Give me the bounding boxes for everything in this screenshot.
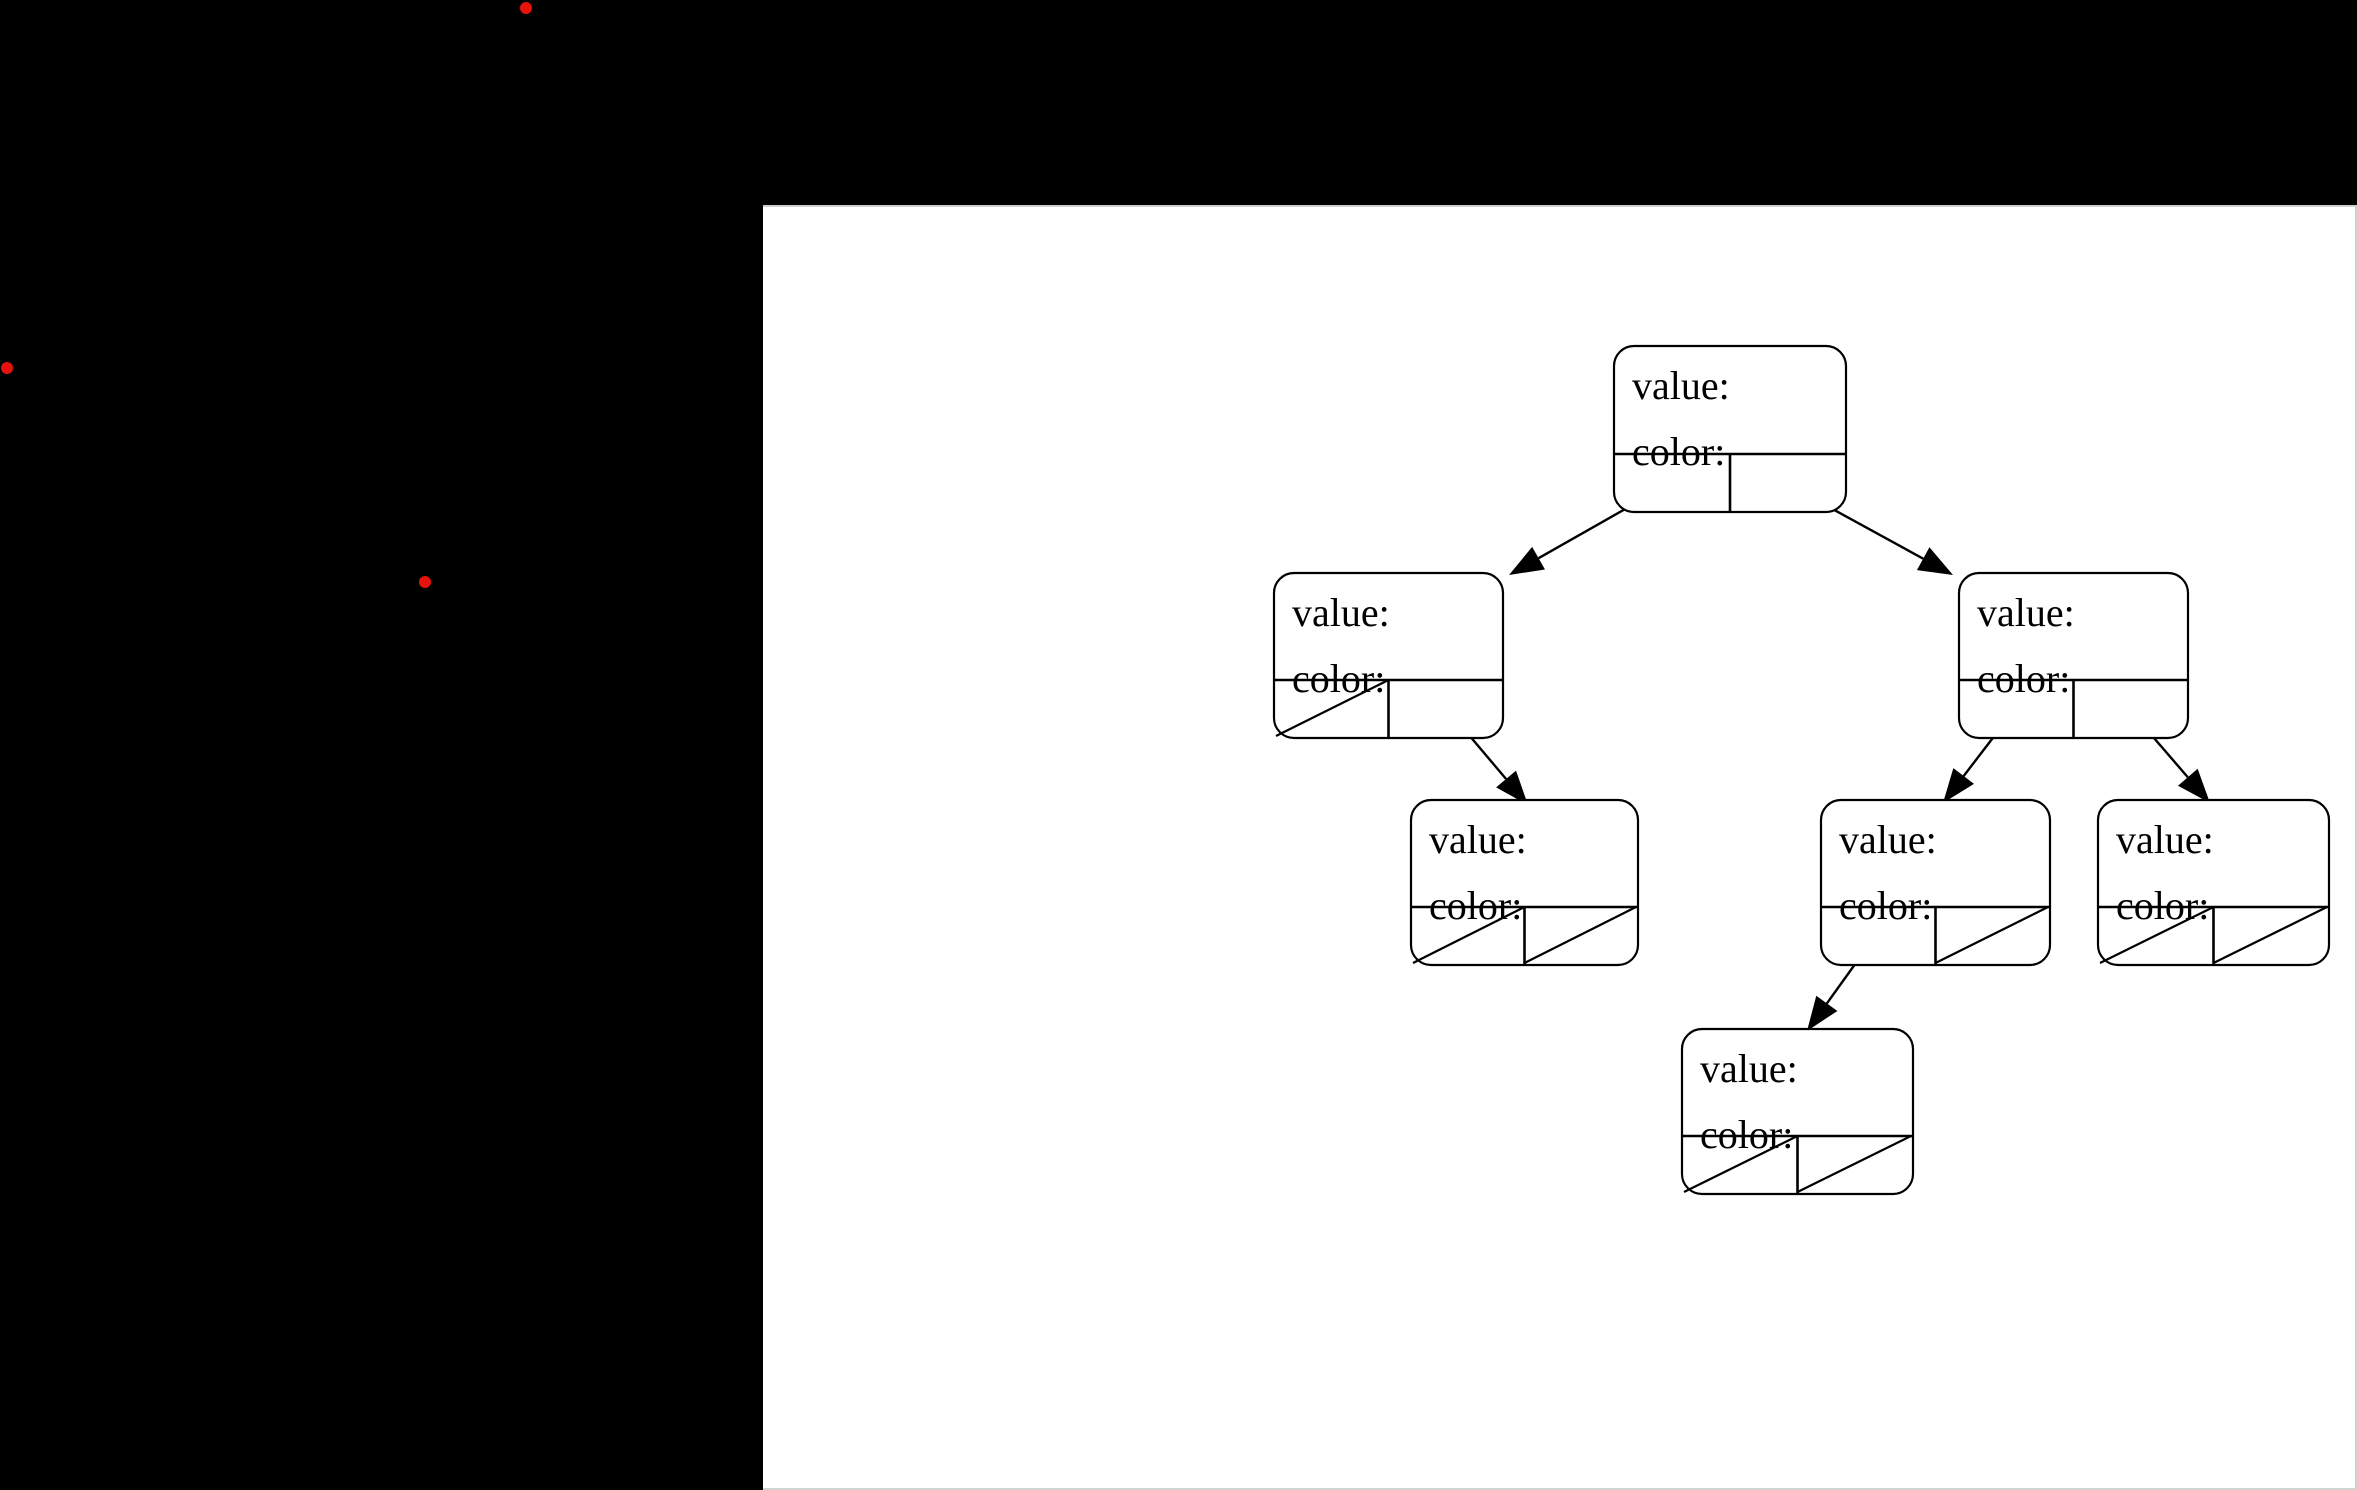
edge-right-to-right-arrowhead (2177, 768, 2210, 803)
tree-node-root: value: color: (1612, 344, 1848, 514)
tree-node-right-left: value: color: (1819, 798, 2052, 967)
edge-root-to-left-arrowhead (1509, 546, 1545, 575)
tree-node-right-right-value-label: value: (2116, 817, 2214, 862)
panel-top-border (763, 205, 2357, 207)
tree-node-left-right: value: color: (1409, 798, 1640, 967)
tree-node-deep-right-null-slash (1797, 1135, 1912, 1193)
tree-node-deep-color-label: color: (1700, 1112, 1793, 1157)
edge-left-to-child-arrowhead (1496, 770, 1528, 805)
tree-node-right-value-label: value: (1977, 590, 2075, 635)
tree-node-right-left-right-null-slash (1935, 906, 2049, 964)
marker-dot-left (1, 362, 13, 374)
tree-node-left-color-label: color: (1292, 656, 1385, 701)
tree-node-left-right-color-label: color: (1429, 883, 1522, 928)
tree-node-left-left-null-slash (1275, 679, 1389, 737)
edge-root-to-right-arrowhead (1916, 547, 1953, 575)
tree-node-left-right-right-null-slash (1524, 906, 1637, 964)
tree-node-left: value: color: (1272, 571, 1505, 740)
tree-node-deep-left-null-slash (1683, 1135, 1798, 1193)
tree-node-right-left-color-label: color: (1839, 883, 1932, 928)
diagram-panel: value:color:value:color:value:color:valu… (763, 205, 2357, 1490)
tree-node-left-right-value-label: value: (1429, 817, 1527, 862)
tree-node-right-right-right-null-slash (2213, 906, 2328, 964)
marker-dot-top (520, 2, 532, 14)
tree-node-right-color-label: color: (1977, 656, 2070, 701)
tree-node-root-color-label: color: (1632, 429, 1725, 474)
edge-right-to-left-arrowhead (1943, 768, 1974, 803)
tree-node-right-right-color-label: color: (2116, 883, 2209, 928)
panel-bottom-border (763, 1488, 2357, 1490)
tree-node-right-right: value: color: (2096, 798, 2331, 967)
binary-tree-diagram: value:color:value:color:value:color:valu… (1272, 344, 2331, 1196)
tree-node-root-value-label: value: (1632, 363, 1730, 408)
tree-node-right-left-value-label: value: (1839, 817, 1937, 862)
panel-right-border (2355, 205, 2357, 1490)
tree-node-deep-value-label: value: (1700, 1046, 1798, 1091)
marker-dot-middle (419, 576, 431, 588)
tree-node-right-right-left-null-slash (2099, 906, 2214, 964)
tree-node-right: value: color: (1957, 571, 2190, 740)
tree-node-deep: value: color: (1680, 1027, 1915, 1196)
tree-node-left-right-left-null-slash (1412, 906, 1525, 964)
tree-node-left-value-label: value: (1292, 590, 1390, 635)
edge-rightleft-to-deep-arrowhead (1807, 995, 1838, 1031)
